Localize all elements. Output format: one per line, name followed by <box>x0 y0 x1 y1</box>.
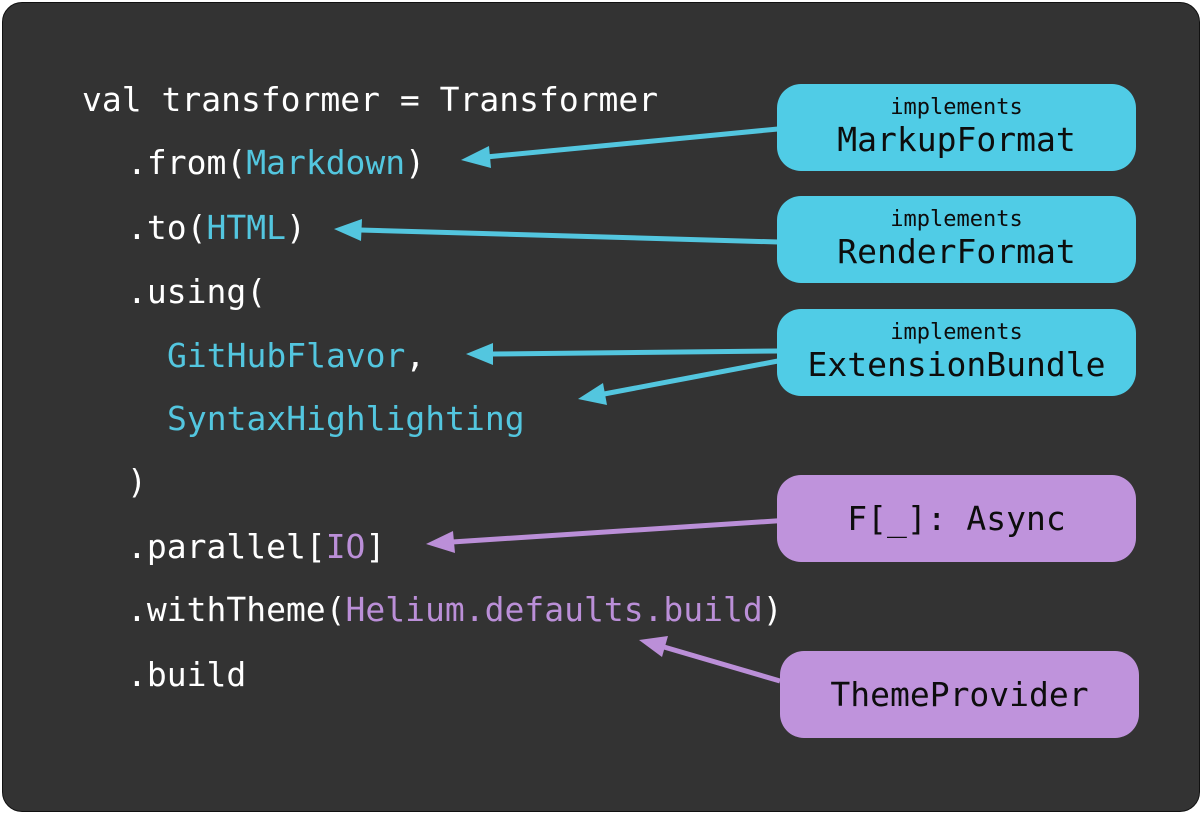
box-implements-label: implements <box>890 94 1023 120</box>
box-implements-label: implements <box>890 206 1023 232</box>
code-line-using: .using( <box>127 272 266 312</box>
code-text: .parallel[ <box>127 527 326 566</box>
box-type-label: MarkupFormat <box>837 119 1076 159</box>
code-arg-markdown: Markdown <box>246 143 406 182</box>
code-text: ) <box>405 143 426 182</box>
code-arg-html: HTML <box>206 208 286 247</box>
code-line-github-flavor: GitHubFlavor, <box>167 336 425 376</box>
code-line-declaration: val transformer = Transformer <box>82 80 658 120</box>
code-text: .to( <box>127 208 207 247</box>
code-text: ) <box>285 208 306 247</box>
box-theme-provider: ThemeProvider <box>780 651 1139 738</box>
code-text: , <box>405 336 426 375</box>
box-markup-format: implements MarkupFormat <box>777 84 1136 171</box>
box-type-label: ExtensionBundle <box>807 344 1106 384</box>
box-type-label: F[_]: Async <box>847 498 1066 538</box>
code-arg-io: IO <box>325 527 366 566</box>
code-text: val transformer = Transformer <box>82 80 659 119</box>
code-text: .using( <box>127 272 267 311</box>
box-render-format: implements RenderFormat <box>777 196 1136 283</box>
code-text: .withTheme( <box>127 590 346 629</box>
code-text: ) <box>127 462 147 501</box>
code-arg-helium-defaults: Helium.defaults.build <box>345 590 763 629</box>
code-text: ) <box>762 590 783 629</box>
box-extension-bundle: implements ExtensionBundle <box>777 309 1136 396</box>
code-line-close-paren: ) <box>127 462 147 502</box>
box-implements-label: implements <box>890 319 1023 345</box>
code-line-with-theme: .withTheme(Helium.defaults.build) <box>127 590 783 630</box>
code-line-to: .to(HTML) <box>127 208 306 248</box>
code-line-syntax-highlighting: SyntaxHighlighting <box>167 399 525 439</box>
box-async: F[_]: Async <box>777 475 1136 562</box>
code-line-from: .from(Markdown) <box>127 143 425 183</box>
code-text: .build <box>127 655 247 694</box>
code-arg-github-flavor: GitHubFlavor <box>167 336 406 375</box>
code-line-parallel: .parallel[IO] <box>127 527 385 567</box>
box-type-label: ThemeProvider <box>830 674 1089 714</box>
code-line-build: .build <box>127 655 246 695</box>
code-text: ] <box>365 527 386 566</box>
code-text: .from( <box>127 143 247 182</box>
box-type-label: RenderFormat <box>837 231 1076 271</box>
code-arg-syntax-highlighting: SyntaxHighlighting <box>167 399 525 438</box>
